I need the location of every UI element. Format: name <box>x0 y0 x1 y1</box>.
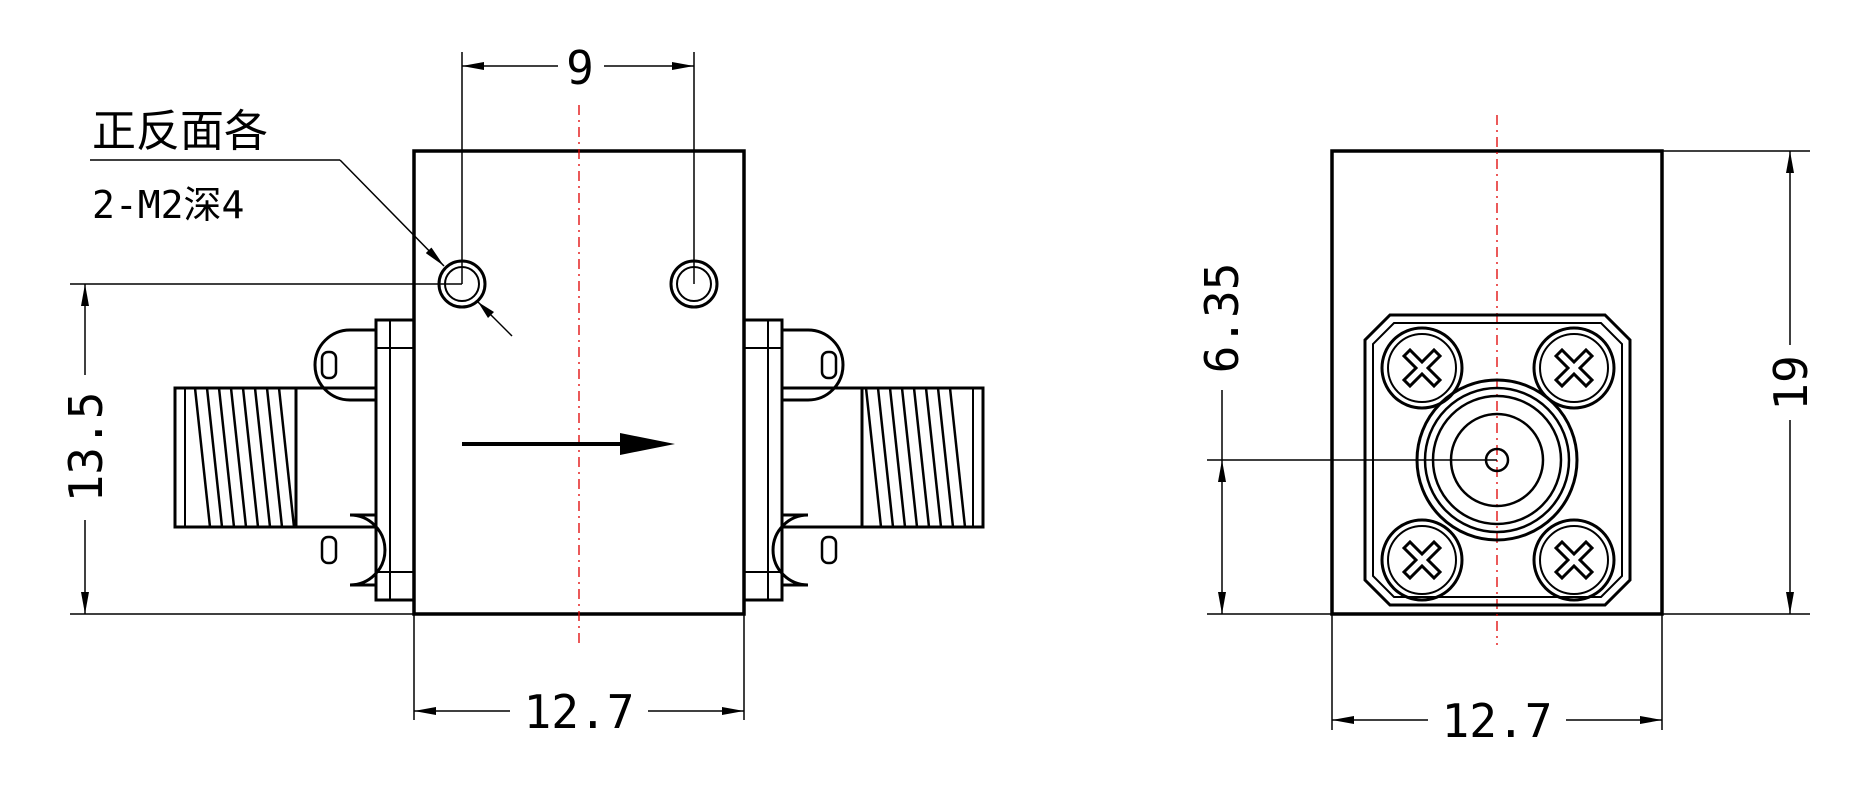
annotation-line1: 正反面各 <box>92 106 268 157</box>
dim-hole-spacing: 9 <box>461 41 695 284</box>
dim-side-height-label: 19 <box>1764 355 1818 410</box>
hole-annotation: 正反面各 2-M2深4 <box>90 106 513 337</box>
left-flange <box>313 318 416 602</box>
dim-left-height: 13.5 <box>59 283 462 615</box>
dim-connector-center: 6.35 <box>1195 263 1497 615</box>
dim-side-height: 19 <box>1662 150 1818 615</box>
annotation-line2: 2-M2深4 <box>92 183 244 227</box>
dim-side-width-label: 12.7 <box>1442 694 1553 748</box>
left-sma-connector <box>173 386 376 529</box>
dim-side-width: 12.7 <box>1331 614 1663 748</box>
dim-front-width-label: 12.7 <box>524 685 635 739</box>
direction-arrow-icon <box>462 433 675 455</box>
screw-bottom-right-icon <box>1532 518 1616 602</box>
side-view: 12.7 19 6.35 <box>1195 115 1818 748</box>
dim-connector-center-label: 6.35 <box>1195 263 1249 374</box>
front-view: 9 13.5 12.7 正反面各 2-M2深4 <box>59 41 985 739</box>
dim-left-height-label: 13.5 <box>59 392 113 503</box>
side-flange-plate <box>1363 313 1632 607</box>
screw-bottom-left-icon <box>1380 518 1464 602</box>
right-sma-connector <box>782 386 985 529</box>
right-flange <box>742 318 845 602</box>
screw-top-right-icon <box>1532 326 1616 410</box>
screw-top-left-icon <box>1380 326 1464 410</box>
dim-hole-spacing-label: 9 <box>566 41 594 95</box>
dim-front-width: 12.7 <box>413 614 745 739</box>
